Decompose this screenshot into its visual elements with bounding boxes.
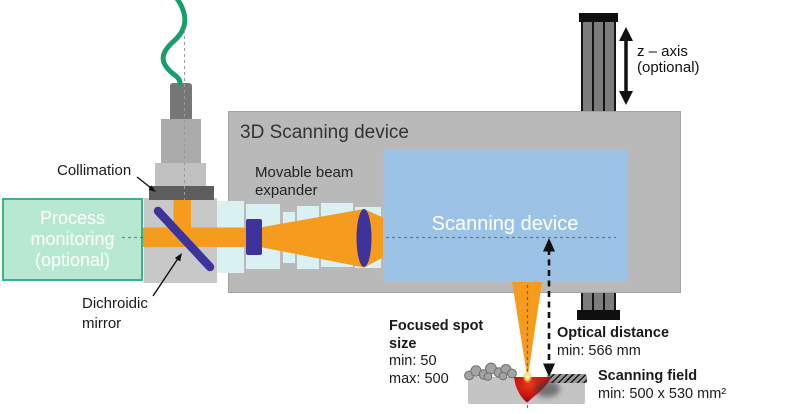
optic-mount-2: [246, 204, 280, 269]
scanner-unit-label: Scanning device: [431, 213, 579, 235]
z-axis-rail-bottom-cap: [577, 310, 620, 320]
collimator-body-upper: [161, 119, 201, 163]
fiber-connector: [170, 83, 192, 119]
mirror-housing: [144, 198, 217, 283]
beam-expander-label: Movable beam expander: [255, 164, 354, 199]
housing-title: 3D Scanning device: [240, 122, 409, 143]
scanner-unit-box: Scanning device: [383, 149, 627, 282]
collimation-unit: [149, 186, 214, 200]
focused-spot-size-spec: Focused spot size min: 50 max: 500: [389, 318, 484, 387]
collimation-label: Collimation: [57, 162, 132, 179]
optic-mount-1: [217, 201, 244, 273]
z-axis-rail-top-cap: [579, 13, 618, 22]
optic-mount-3: [283, 212, 295, 263]
collimator-body-lower: [155, 163, 206, 186]
scanned-track-hatch: [547, 374, 587, 383]
optic-mount-5: [321, 203, 353, 267]
optic-mount-4: [297, 206, 319, 269]
z-axis-arrow: [619, 27, 633, 105]
z-axis-label: z – axis (optional): [637, 43, 700, 76]
optic-mount-6: [355, 207, 381, 268]
process-monitoring-box: Process monitoring (optional): [2, 198, 143, 281]
optical-distance-spec: Optical distance min: 566 mm: [557, 325, 670, 359]
fiber-cable: [160, 0, 188, 87]
dichroic-mirror-label: Dichroidic mirror: [82, 295, 148, 332]
scanning-field-spec: Scanning field min: 500 x 530 mm²: [598, 368, 727, 402]
